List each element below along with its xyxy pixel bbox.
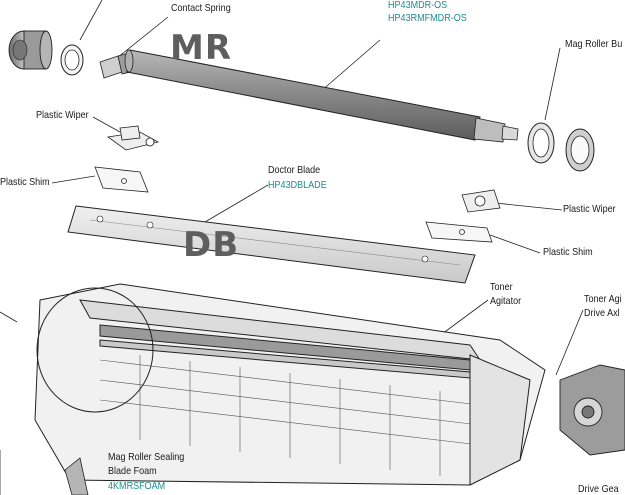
label-mag-roller-bushing: Mag Roller Bu [565,38,623,50]
plastic-wiper-right-illustration [461,189,501,213]
label-toner-agitator-drive-1: Toner Agi [584,293,622,305]
label-doctor-blade: Doctor Blade [268,164,321,176]
label-mr-part-2: HP43RMFMDR-OS [388,12,467,24]
plastic-shim-left-illustration [94,166,149,193]
label-mag-seal-2: Blade Foam [108,465,157,477]
toner-hopper-illustration [34,283,546,486]
label-mag-seal-1: Mag Roller Sealing [108,451,185,463]
overlay-db: DB [183,225,240,265]
doctor-blade-illustration [67,205,476,284]
contact-spring-illustration [60,44,84,76]
label-doctor-blade-part: HP43DBLADE [268,179,327,191]
roller-bushing-left-illustration [8,30,53,70]
overlay-mr: MR [170,28,233,68]
label-plastic-wiper-left: Plastic Wiper [36,109,89,121]
foam-strip-illustration [64,457,89,495]
label-plastic-shim-right: Plastic Shim [543,246,593,258]
label-contact-spring: Contact Spring [171,2,231,14]
label-mr-part-1: HP43MDR-OS [388,0,448,11]
mag-roller-illustration [99,49,519,143]
label-toner-agitator-2: Agitator [490,295,522,307]
plastic-wiper-left-illustration [106,125,160,151]
plastic-shim-right-illustration [425,221,493,243]
label-toner-agitator-drive-2: Drive Axl [584,307,620,319]
roller-bushing-right-illustration [527,122,595,172]
label-mag-seal-part: 4KMRSFOAM [108,480,166,492]
label-plastic-shim-left: Plastic Shim [0,176,50,188]
label-toner-agitator-1: Toner [490,281,513,293]
label-drive-gear: Drive Gea [578,483,619,495]
label-plastic-wiper-right: Plastic Wiper [563,203,616,215]
drive-gear-illustration [559,364,625,456]
